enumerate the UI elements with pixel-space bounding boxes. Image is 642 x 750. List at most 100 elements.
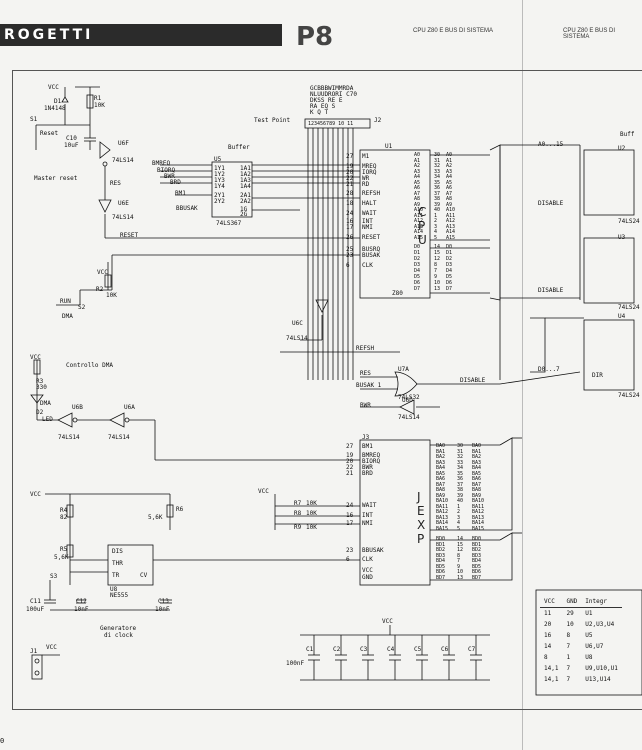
cpu-pin-name: REFSH (362, 190, 381, 197)
cpu-pin-name: D0 (414, 244, 421, 250)
cpu-pin-name: A8 (414, 196, 421, 202)
exp-net-label: BA4 (472, 465, 482, 471)
u5-ref: U5 (214, 156, 222, 163)
u5-pin-1y3: 1Y3 (214, 177, 225, 184)
cpu-pin-number: 40 (434, 207, 441, 213)
cpu-pin-name: MREQ (362, 163, 377, 170)
r1-ref: R1 (94, 95, 102, 102)
r4-value: 82 (60, 514, 68, 521)
cpu-pin-number: 28 (346, 190, 354, 197)
exp-net-label: BD3 (472, 552, 482, 559)
cpu-pin-number: 10 (434, 280, 441, 286)
biorq-label: BIORQ (157, 167, 176, 174)
exp-net-label: BD0 (472, 536, 482, 542)
disable-net-label: DISABLE (460, 377, 486, 384)
exp-pin-number: 10 (457, 569, 464, 575)
cpu-pin-number: 35 (434, 179, 441, 186)
exp-pin-name: INT (362, 512, 373, 519)
section-title: ROGETTI (4, 27, 94, 43)
reset-switch-label: Reset (40, 130, 59, 137)
r9-ref: R9 (294, 524, 302, 531)
cpu-pin-number: 2 (434, 218, 438, 224)
cpu-pin-name: A10 (414, 207, 424, 213)
cpu-pin-name: D2 (414, 256, 421, 262)
exp-net-label: BA3 (472, 459, 482, 466)
u6b-ref: U6B (72, 404, 83, 411)
vcc-label-5: VCC (30, 491, 41, 498)
exp-pin-number: 34 (457, 465, 464, 471)
exp-pin-number: 17 (346, 520, 354, 527)
exp-net-label: BA10 (472, 498, 485, 504)
c11-ref: C11 (30, 598, 41, 605)
r4-ref: R4 (60, 507, 68, 514)
u4-part: 74LS24 (618, 392, 640, 399)
clock-gen-label: Generatore (100, 625, 137, 632)
clock-gen-label-2: di clock (104, 632, 133, 639)
dir-pin-label: DIR (592, 372, 603, 379)
exp-net-label: BA1 (472, 448, 482, 455)
cpu-pin-number: 31 (434, 157, 441, 164)
cpu-pin-number: 30 (434, 152, 441, 158)
u5-pin-2a1: 2A1 (240, 192, 251, 199)
cpu-pin-number: 16 (346, 218, 354, 225)
u1-ref: U1 (385, 143, 393, 150)
cpu-net-label: A6 (446, 185, 453, 191)
cpu-net-label: A7 (446, 190, 453, 197)
c13-ref: C13 (158, 598, 169, 605)
cpu-pin-name: A14 (414, 229, 424, 235)
capacitor-ref: C6 (441, 646, 449, 653)
table-cell: U9,U10,U1 (585, 665, 618, 672)
u5-pin-1y2: 1Y2 (214, 171, 225, 178)
r6-ref: R6 (176, 506, 184, 513)
cpu-net-label: A14 (446, 229, 456, 235)
u5-pin-1a3: 1A3 (240, 177, 251, 184)
cpu-pin-name: A0 (414, 152, 421, 158)
cpu-pin-name: A3 (414, 168, 421, 175)
cpu-pin-name: CLK (362, 262, 373, 269)
cpu-net-label: D7 (446, 286, 453, 292)
data-bus-label: D0...7 (538, 366, 560, 373)
cpu-pin-name: HALT (362, 200, 377, 207)
r6-value: 5,6K (148, 514, 163, 521)
cpu-pin-number: 39 (434, 201, 441, 208)
controllo-dma-label: Controllo DMA (66, 362, 113, 369)
r8-value: 10K (306, 510, 317, 517)
exp-pin-name: BA11 (436, 503, 449, 510)
exp-pin-number: 16 (346, 512, 354, 519)
disable-label-u3: DISABLE (538, 287, 564, 294)
cpu-pin-number: 4 (434, 229, 438, 235)
vcc-label-6: VCC (46, 644, 57, 651)
table-cell: U8 (585, 654, 593, 661)
z80-label: Z80 (392, 290, 403, 297)
exp-pin-name: BA15 (436, 525, 449, 532)
cpu-pin-name: D5 (414, 274, 421, 280)
bwr-input-label: BWR (360, 402, 371, 409)
c10-ref: C10 (66, 135, 77, 142)
d2-part: LED (42, 416, 53, 423)
cpu-pin-name: A5 (414, 179, 421, 186)
cpu-net-label: A10 (446, 207, 456, 213)
exp-pin-name: BD6 (436, 569, 446, 575)
exp-pin-number: 38 (457, 487, 464, 493)
capacitor-ref: C3 (360, 646, 368, 653)
refsh-label: REFSH (356, 345, 375, 352)
cbank-value: 100nF (286, 660, 305, 667)
r5-value: 5,6K (54, 554, 69, 561)
exp-pin-number: 20 (346, 458, 354, 465)
cpu-pin-name: A4 (414, 174, 421, 180)
cpu-pin-number: 3 (434, 223, 438, 230)
table-cell: U13,U14 (585, 676, 611, 683)
c13-value: 10nF (155, 606, 170, 613)
schematic-frame (12, 70, 642, 710)
exp-pin-name: NMI (362, 520, 373, 527)
j2-signal-names-3: DKSS RE E (310, 97, 343, 104)
exp-pin-number: 13 (457, 574, 464, 581)
address-bus-label: A0...15 (538, 141, 564, 148)
cpu-pin-name: WR (362, 175, 370, 182)
c12-ref: C12 (76, 598, 87, 605)
